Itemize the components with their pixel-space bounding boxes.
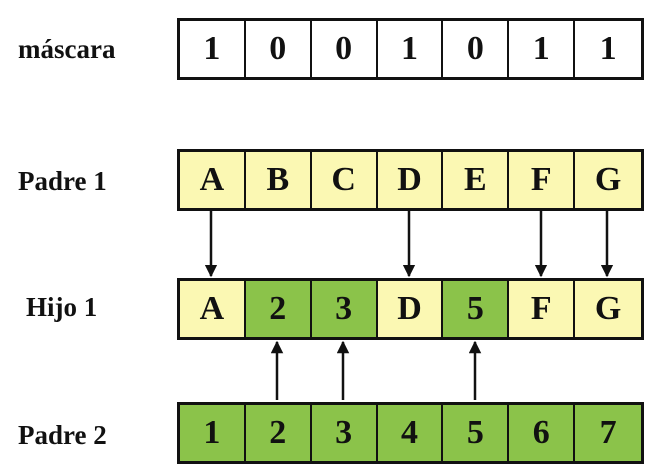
- padre2-cell-5: 6: [509, 405, 576, 461]
- hijo1-cell-6: G: [575, 281, 642, 337]
- mascara-cell-0: 1: [180, 21, 246, 77]
- padre2-cell-1: 2: [245, 405, 312, 461]
- padre2-cell-0: 1: [180, 405, 246, 461]
- hijo1-cell-1: 2: [245, 281, 312, 337]
- mascara-cell-1: 0: [245, 21, 312, 77]
- padre1-cell-1: B: [245, 152, 312, 208]
- mascara-cell-3: 1: [377, 21, 444, 77]
- hijo1-cell-4: 5: [443, 281, 510, 337]
- padre2-cell-6: 7: [575, 405, 642, 461]
- padre2-cell-3: 4: [377, 405, 444, 461]
- padre1-label: Padre 1: [18, 166, 107, 196]
- hijo1-label: Hijo 1: [26, 292, 98, 322]
- padre1-cell-5: F: [509, 152, 576, 208]
- mascara-cell-6: 1: [575, 21, 642, 77]
- padre1-cell-6: G: [575, 152, 642, 208]
- hijo1-cell-3: D: [377, 281, 444, 337]
- padre2-label: Padre 2: [18, 420, 107, 450]
- padre1-cell-0: A: [180, 152, 246, 208]
- padre2-cell-4: 5: [443, 405, 510, 461]
- mascara-cell-5: 1: [509, 21, 576, 77]
- hijo1-cell-0: A: [180, 281, 246, 337]
- padre1-cell-2: C: [311, 152, 378, 208]
- hijo1-cell-5: F: [509, 281, 576, 337]
- padre2-cell-2: 3: [311, 405, 378, 461]
- mascara-label: máscara: [18, 34, 116, 64]
- mascara-cell-4: 0: [443, 21, 510, 77]
- padre1-cell-4: E: [443, 152, 510, 208]
- mascara-cell-2: 0: [311, 21, 378, 77]
- hijo1-cell-2: 3: [311, 281, 378, 337]
- padre1-cell-3: D: [377, 152, 444, 208]
